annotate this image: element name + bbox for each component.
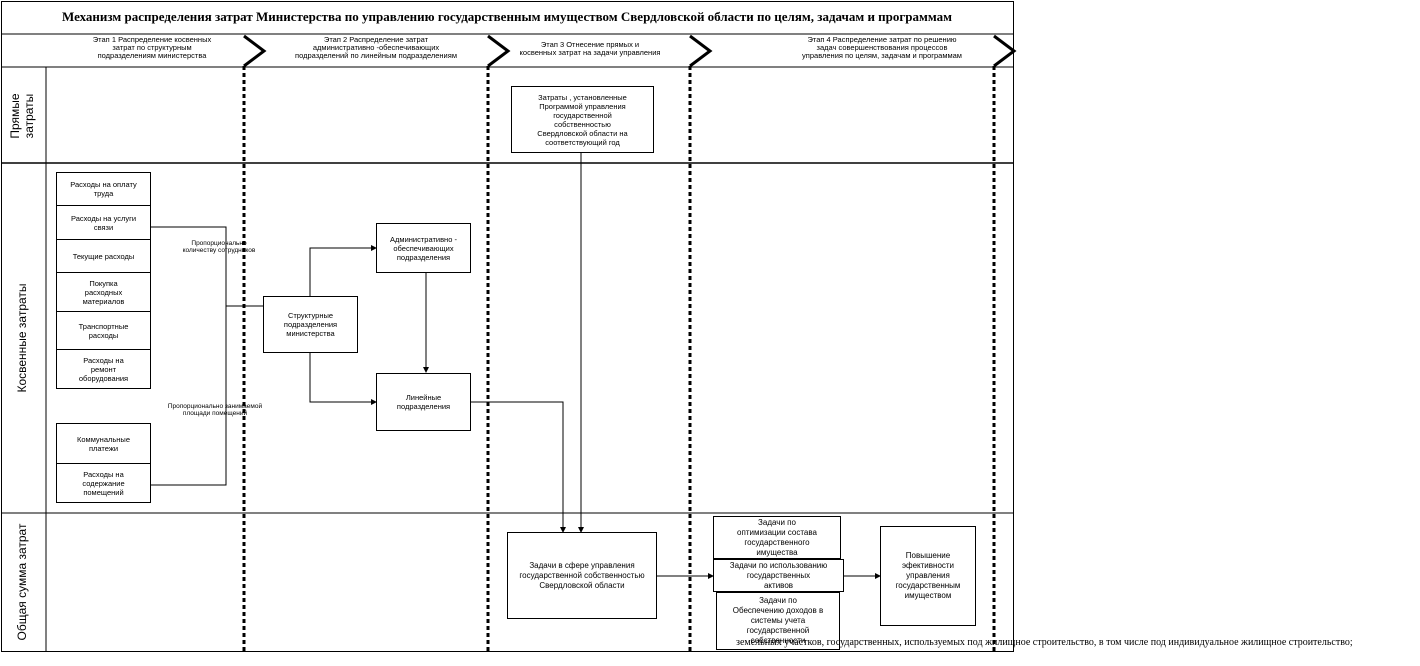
- diagram-title: Механизм распределения затрат Министерст…: [61, 9, 953, 24]
- linear-units-box: Линейные подразделения: [376, 373, 471, 431]
- row-label-direct: Прямые затраты: [8, 93, 36, 139]
- salary-costs-box: Расходы на оплату труда: [56, 172, 151, 206]
- task-income-box: Задачи по Обеспечению доходов в системы …: [716, 592, 840, 650]
- current-costs-box: Текущие расходы: [56, 239, 151, 273]
- program-costs-box: Затраты , установленные Программой управ…: [511, 86, 654, 153]
- stage-1-label: Этап 1 Распределение косвенных затрат по…: [92, 35, 212, 60]
- task-optimization-box: Задачи по оптимизации состава государств…: [713, 516, 841, 559]
- task-use-assets-box: Задачи по использованию государственных …: [713, 559, 844, 592]
- admin-units-box: Административно - обеспечивающих подразд…: [376, 223, 471, 273]
- tasks-sphere-box: Задачи в сфере управления государственно…: [507, 532, 657, 619]
- premises-costs-box: Расходы на содержание помещений: [56, 463, 151, 503]
- row-label-total: Общая сумма затрат: [15, 523, 29, 641]
- stage-3-label: Этап 3 Отнесение прямых и косвенных затр…: [519, 40, 661, 57]
- note-area-proportion: Пропорционально занимаемой площади помещ…: [167, 403, 263, 417]
- note-staff-proportion: Пропорционально количеству сотрудников: [182, 240, 256, 254]
- communication-costs-box: Расходы на услуги связи: [56, 205, 151, 240]
- stage-2-label: Этап 2 Распределение затрат администрати…: [295, 35, 457, 60]
- utilities-costs-box: Коммунальные платежи: [56, 423, 151, 464]
- structural-units-box: Структурные подразделения министерства: [263, 296, 358, 353]
- stage-4-label: Этап 4 Распределение затрат по решению з…: [802, 35, 962, 60]
- repair-costs-box: Расходы на ремонт оборудования: [56, 349, 151, 389]
- footer-text: земельных участков, государственных, исп…: [736, 637, 1353, 648]
- row-label-indirect: Косвенные затраты: [15, 283, 29, 393]
- materials-costs-box: Покупка расходных материалов: [56, 272, 151, 312]
- efficiency-box: Повышение эфективности управления госуда…: [880, 526, 976, 626]
- transport-costs-box: Транспортные расходы: [56, 311, 151, 350]
